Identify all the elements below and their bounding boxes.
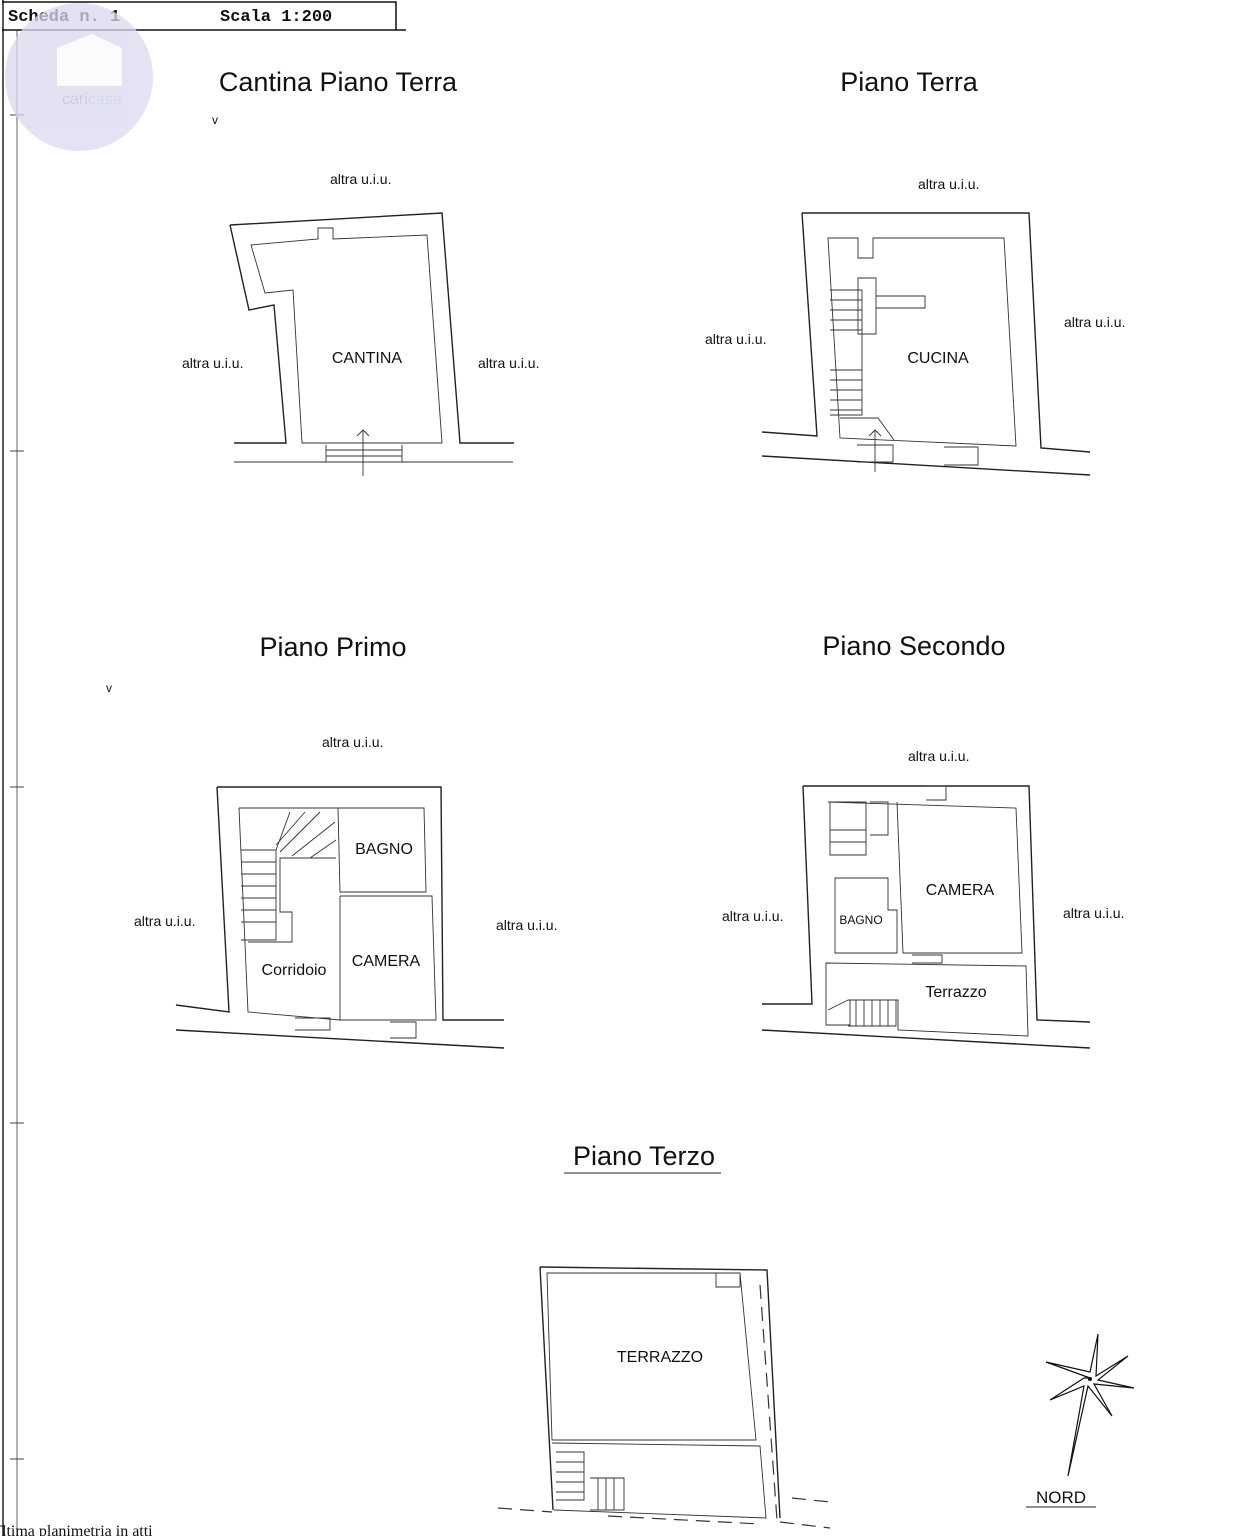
compass-label: NORD: [1036, 1488, 1086, 1507]
room-bagno-primo: BAGNO: [355, 841, 413, 858]
house-icon: [57, 34, 122, 86]
scale-label: Scala 1:200: [220, 8, 332, 27]
label-top-secondo: altra u.i.u.: [908, 748, 969, 764]
room-camera-primo: CAMERA: [352, 953, 421, 970]
plan-title-primo: Piano Primo: [259, 632, 406, 662]
label-right-primo: altra u.i.u.: [496, 917, 557, 933]
label-left-primo: altra u.i.u.: [134, 913, 195, 929]
label-left-secondo: altra u.i.u.: [722, 908, 783, 924]
plan-terra: Piano Terra altra u.i.u. altra u.i.u. al…: [705, 67, 1125, 476]
svg-text:caricasa: caricasa: [62, 91, 122, 108]
tick-mark: v: [212, 113, 218, 127]
label-top-primo: altra u.i.u.: [322, 734, 383, 750]
logo-watermark: caricasa: [5, 3, 153, 151]
label-right-cantina: altra u.i.u.: [478, 355, 539, 371]
tick-mark: v: [106, 681, 112, 695]
logo-text-b: casa: [88, 91, 122, 108]
plan-title-terra: Piano Terra: [840, 67, 979, 97]
plan-cantina: Cantina Piano Terra v altra u.i.u. altra…: [182, 67, 539, 476]
label-top-cantina: altra u.i.u.: [330, 171, 391, 187]
room-camera-secondo: CAMERA: [926, 882, 995, 899]
plan-secondo: Piano Secondo altra u.i.u. altra u.i.u. …: [722, 631, 1124, 1049]
footer-note: ltima planimetria in atti: [2, 1523, 153, 1536]
room-cantina: CANTINA: [332, 350, 403, 367]
plan-title-cantina: Cantina Piano Terra: [219, 67, 458, 97]
room-terrazzo-secondo: Terrazzo: [925, 984, 986, 1001]
compass-icon: NORD: [1026, 1333, 1135, 1508]
room-terrazzo-terzo: TERRAZZO: [617, 1349, 703, 1366]
plan-terzo: Piano Terzo TERRAZZO: [497, 1141, 831, 1529]
plan-title-secondo: Piano Secondo: [822, 631, 1005, 661]
label-left-cantina: altra u.i.u.: [182, 355, 243, 371]
room-cucina: CUCINA: [907, 350, 969, 367]
label-right-terra: altra u.i.u.: [1064, 314, 1125, 330]
margin-rule: [2, 0, 24, 1536]
label-right-secondo: altra u.i.u.: [1063, 905, 1124, 921]
plan-primo: Piano Primo v altra u.i.u. altra u.i.u. …: [106, 632, 557, 1049]
room-bagno-secondo: BAGNO: [839, 913, 882, 927]
logo-text-a: cari: [62, 91, 88, 108]
plan-title-terzo: Piano Terzo: [573, 1141, 715, 1171]
label-top-terra: altra u.i.u.: [918, 176, 979, 192]
room-corridoio: Corridoio: [262, 962, 327, 979]
label-left-terra: altra u.i.u.: [705, 331, 766, 347]
